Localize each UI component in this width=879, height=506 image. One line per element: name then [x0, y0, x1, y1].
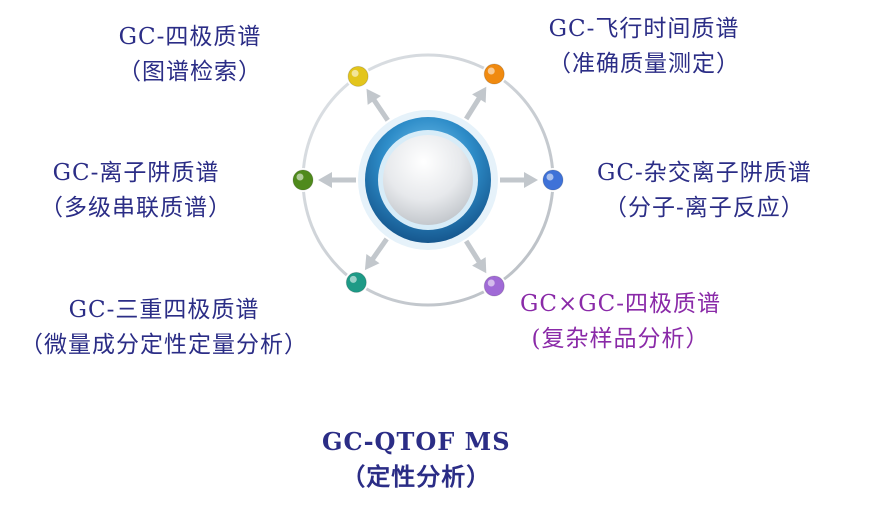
dot-gc-quadrupole-ms: [347, 65, 369, 87]
dot-shine-gc-hybrid-ion-trap-ms: [546, 173, 554, 181]
node-title: GC-飞行时间质谱: [548, 16, 740, 42]
node-title: GC-杂交离子阱质谱: [597, 160, 812, 186]
node-subtitle: （微量成分定性定量分析）: [20, 332, 308, 358]
label-gc-triple-quad-ms: GC-三重四极质谱 （微量成分定性定量分析）: [20, 293, 308, 363]
arrow-head-gc-tof-ms: [472, 86, 487, 103]
central-hub: [358, 110, 498, 250]
dot-gcxgc-quad-ms: [483, 275, 505, 297]
node-subtitle: （分子-离子反应）: [603, 195, 805, 221]
label-gc-quadrupole-ms: GC-四极质谱 （图谱检索）: [118, 20, 262, 90]
label-gc-hybrid-ion-trap-ms: GC-杂交离子阱质谱 （分子-离子反应）: [597, 156, 812, 226]
dot-shine-gc-tof-ms: [487, 67, 495, 75]
node-title: GC-离子阱质谱: [52, 160, 220, 186]
bottom-caption: GC-QTOF MS （定性分析）: [322, 424, 511, 494]
dot-gc-tof-ms: [483, 63, 505, 85]
label-gcxgc-quad-ms: GC×GC-四极质谱 (复杂样品分析）: [520, 287, 721, 357]
dot-gc-ion-trap-ms: [292, 169, 314, 191]
arrow-head-gc-hybrid-ion-trap-ms: [524, 172, 538, 188]
node-title: GC×GC-四极质谱: [520, 291, 721, 317]
node-subtitle: (复杂样品分析）: [531, 326, 710, 352]
label-gc-tof-ms: GC-飞行时间质谱 （准确质量测定）: [548, 12, 740, 82]
dot-shine-gcxgc-quad-ms: [487, 279, 495, 287]
dot-gc-triple-quad-ms: [345, 271, 367, 293]
arrow-head-gc-triple-quad-ms: [364, 254, 380, 271]
arrows: [318, 86, 538, 274]
node-subtitle: （多级串联质谱）: [40, 195, 232, 221]
arrow-head-gcxgc-quad-ms: [472, 257, 487, 274]
node-subtitle: （准确质量测定）: [548, 51, 740, 77]
node-subtitle: （图谱检索）: [118, 59, 262, 85]
node-title: GC-四极质谱: [118, 24, 262, 50]
dot-gc-hybrid-ion-trap-ms: [542, 169, 564, 191]
dot-shine-gc-ion-trap-ms: [296, 173, 304, 181]
dot-shine-gc-quadrupole-ms: [351, 69, 359, 77]
caption-title: GC-QTOF MS: [322, 427, 511, 456]
dot-shine-gc-triple-quad-ms: [349, 275, 357, 283]
arrow-head-gc-quadrupole-ms: [366, 88, 381, 105]
hub-center: [383, 135, 473, 225]
caption-subtitle: （定性分析）: [341, 462, 492, 491]
label-gc-ion-trap-ms: GC-离子阱质谱 （多级串联质谱）: [40, 156, 232, 226]
node-title: GC-三重四极质谱: [68, 297, 260, 323]
arrow-head-gc-ion-trap-ms: [318, 172, 332, 188]
node-dots: [291, 61, 565, 299]
